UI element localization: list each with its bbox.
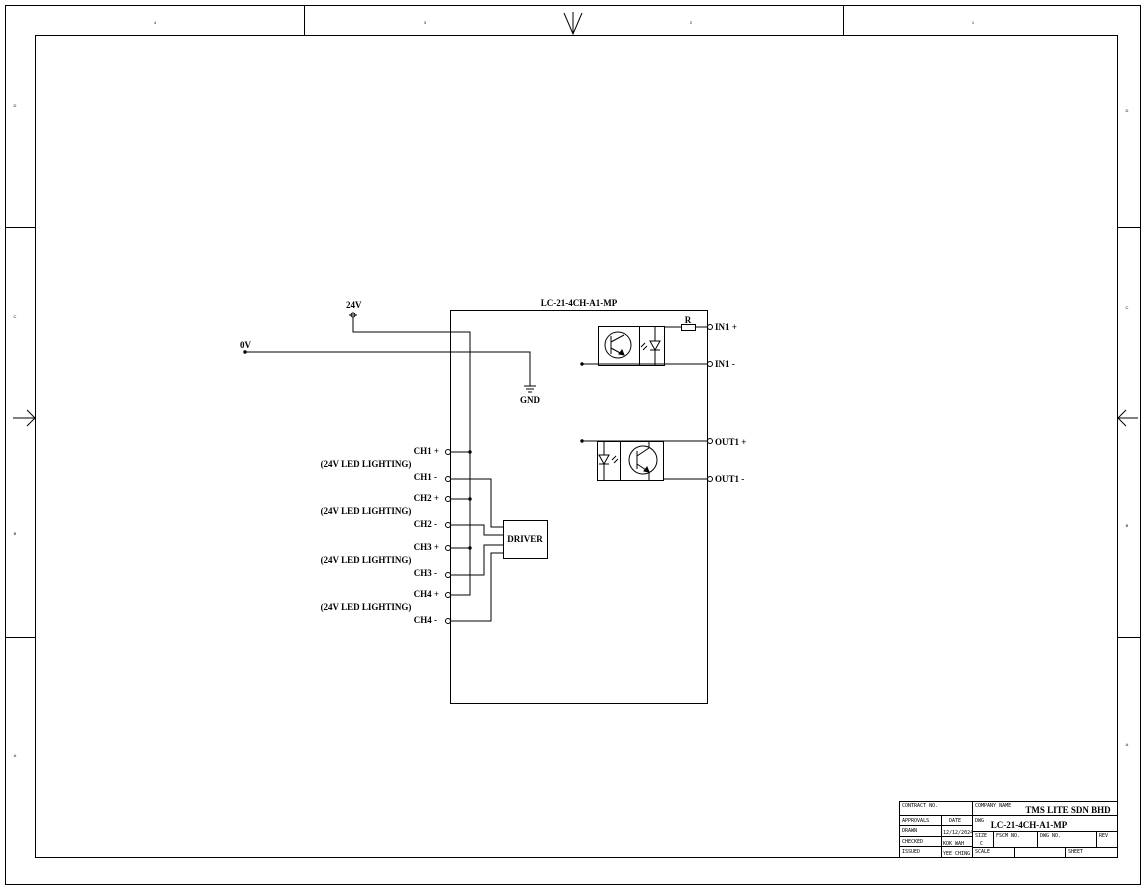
tb-rev-label: REV [1099, 833, 1108, 839]
resistor-r [681, 324, 696, 331]
supply-0v: 0V GND [240, 340, 541, 405]
tb-dwg-title: LC-21-4CH-A1-MP [991, 820, 1068, 830]
out1-plus-terminal [707, 438, 713, 444]
ch2-minus-label: CH2 - [414, 519, 437, 529]
wire-ch3-minus [451, 544, 503, 576]
tb-issued-by: YEE CHING [943, 851, 970, 857]
wire-ch2-minus [451, 524, 503, 536]
tb-fscm-label: FSCM NO. [996, 833, 1020, 839]
wire-0v [245, 351, 531, 386]
ch4-minus-label: CH4 - [414, 615, 437, 625]
zone-top-1: 1 [972, 20, 975, 25]
tb-approvals-label: APPROVALS [902, 818, 929, 824]
out1-minus-terminal [707, 476, 713, 482]
tb-checked-by: KOK WAH [943, 841, 964, 847]
ch3-plus-label: CH3 + [414, 542, 439, 552]
tb-drawn-date: 12/12/2024 [943, 830, 973, 836]
ch1-plus-label: CH1 + [414, 446, 439, 456]
channel-terminals: CH1 + (24V LED LIGHTING) CH1 - CH2 + (24… [321, 446, 472, 625]
ch2-load-label: (24V LED LIGHTING) [321, 506, 412, 516]
driver-label: DRIVER [507, 534, 543, 544]
zone-labels: 4 3 2 1 D C B A D C B A [14, 20, 1129, 758]
resistor-label: R [685, 315, 692, 325]
zone-top-3: 3 [424, 20, 427, 25]
tb-dwgno-label: DWG NO. [1040, 833, 1061, 839]
supply-24v: 24V [346, 300, 471, 596]
zone-right-c: C [1126, 305, 1129, 310]
ch1-load-label: (24V LED LIGHTING) [321, 459, 412, 469]
zone-top-2: 2 [690, 20, 693, 25]
tb-sheet-label: SHEET [1068, 849, 1083, 855]
ch3-plus-terminal [445, 545, 451, 551]
zone-right-b: B [1126, 523, 1129, 528]
output-optocoupler: OUT1 + OUT1 - [580, 437, 746, 484]
tb-company-label: COMPANY NAME [975, 803, 1011, 809]
ch3-load-label: (24V LED LIGHTING) [321, 555, 412, 565]
label-24v: 24V [346, 300, 362, 310]
ch4-plus-label: CH4 + [414, 589, 439, 599]
wire-ch1-minus [451, 478, 503, 528]
zone-left-d: D [14, 103, 17, 108]
in1-minus-label: IN1 - [715, 359, 735, 369]
ch1-minus-terminal [445, 476, 451, 482]
tb-checked-label: CHECKED [902, 839, 923, 845]
title-block: CONTRACT NO. COMPANY NAME TMS LITE SDN B… [899, 801, 1118, 858]
ch2-plus-label: CH2 + [414, 493, 439, 503]
ch1-minus-label: CH1 - [414, 472, 437, 482]
zone-left-c: C [14, 314, 17, 319]
ch3-minus-terminal [445, 572, 451, 578]
tb-scale-label: SCALE [975, 849, 990, 855]
tb-drawn-label: DRAWN [902, 828, 917, 834]
ground-symbol [524, 385, 536, 393]
zone-left-b: B [14, 531, 17, 536]
ch3-minus-label: CH3 - [414, 568, 437, 578]
input-optocoupler: R IN1 + IN1 - [580, 315, 737, 369]
in1-plus-label: IN1 + [715, 322, 737, 332]
ch1-plus-terminal [445, 449, 451, 455]
zone-right-a: A [1126, 742, 1129, 747]
out1-minus-label: OUT1 - [715, 474, 744, 484]
label-0v: 0V [240, 340, 252, 350]
ch4-minus-terminal [445, 618, 451, 624]
out1-plus-label: OUT1 + [715, 437, 746, 447]
controller-enclosure [450, 310, 708, 704]
ch2-plus-terminal [445, 496, 451, 502]
tb-company-name: TMS LITE SDN BHD [1025, 805, 1111, 815]
tb-date-label: DATE [949, 818, 961, 824]
zone-right-d: D [1126, 108, 1129, 113]
ch4-load-label: (24V LED LIGHTING) [321, 602, 412, 612]
zone-top-4: 4 [154, 20, 157, 25]
tb-dwg-label: DWG [975, 818, 984, 824]
tb-contract-label: CONTRACT NO. [902, 803, 938, 809]
in1-plus-terminal [707, 324, 713, 330]
driver-block: DRIVER [451, 478, 548, 622]
tb-issued-label: ISSUED [902, 849, 920, 855]
tb-size-label: SIZE [975, 833, 987, 839]
part-number-label: LC-21-4CH-A1-MP [541, 298, 618, 308]
tb-size-value: C [980, 841, 983, 847]
wire-ch4-minus [451, 552, 503, 622]
sheet-frame [5, 5, 1141, 885]
zone-left-a: A [14, 753, 17, 758]
wire-24v-bus [352, 317, 471, 596]
ch4-plus-terminal [445, 592, 451, 598]
in1-minus-terminal [707, 361, 713, 367]
ch2-minus-terminal [445, 522, 451, 528]
label-gnd: GND [520, 395, 541, 405]
